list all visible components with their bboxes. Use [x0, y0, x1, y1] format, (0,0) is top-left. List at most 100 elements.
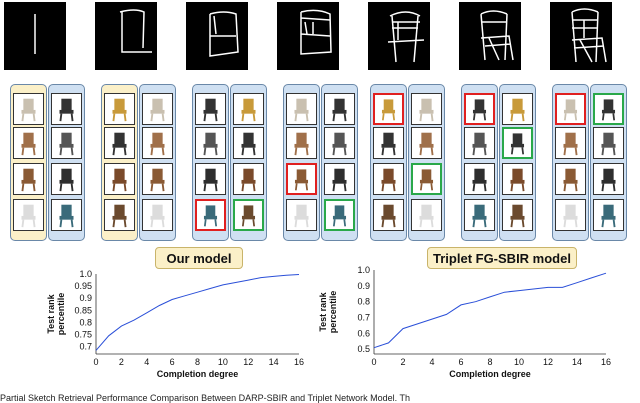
sketch-stroke-icon — [119, 9, 152, 53]
x-tick-label: 10 — [514, 357, 524, 367]
wooden-chair-icon — [233, 163, 264, 195]
office-chair-icon — [502, 127, 533, 159]
stool-icon — [142, 93, 173, 125]
side-table-icon — [555, 127, 586, 159]
stool-icon — [411, 93, 442, 125]
armchair-icon — [555, 163, 586, 195]
y-tick-label: 0.7 — [79, 342, 92, 352]
y-tick-label: 0.5 — [357, 344, 370, 354]
drum-stool-icon — [464, 199, 495, 231]
y-tick-label: 0.8 — [79, 317, 92, 327]
stool-icon — [555, 93, 586, 125]
sketch-stroke-icon — [209, 11, 239, 57]
sketch-panel-5 — [368, 2, 430, 70]
folding-chair-icon — [104, 199, 135, 231]
sketch-stroke-icon — [571, 8, 607, 63]
x-tick-label: 0 — [371, 357, 376, 367]
lounge-chair-icon — [464, 127, 495, 159]
ottoman-icon — [593, 93, 624, 125]
sketch-panel-4 — [277, 2, 339, 70]
triplet-model-label: Triplet FG-SBIR model — [427, 247, 577, 269]
sketch-stroke-icon — [480, 10, 514, 61]
y-tick-label: 0.95 — [74, 281, 92, 291]
office-chair-icon — [373, 127, 404, 159]
sketch-panel-7 — [550, 2, 612, 70]
lounge-chair-icon — [51, 127, 82, 159]
x-tick-label: 16 — [601, 357, 611, 367]
side-table-icon — [142, 127, 173, 159]
y-tick-label: 1.0 — [357, 265, 370, 275]
y-tick-label: 0.9 — [79, 293, 92, 303]
x-axis-title: Completion degree — [449, 369, 531, 379]
y-axis-title: Test rankpercentile — [318, 291, 338, 334]
pouf-icon — [51, 163, 82, 195]
ottoman-icon — [324, 93, 355, 125]
x-tick-label: 8 — [487, 357, 492, 367]
x-tick-label: 0 — [93, 357, 98, 367]
pouf-icon — [324, 163, 355, 195]
x-tick-label: 4 — [144, 357, 149, 367]
x-axis-title: Completion degree — [157, 369, 239, 379]
lounge-chair-icon — [195, 127, 226, 159]
white-chair-icon — [286, 199, 317, 231]
drum-stool-icon — [51, 199, 82, 231]
office-chair-icon — [233, 127, 264, 159]
x-tick-label: 10 — [218, 357, 228, 367]
y-tick-label: 0.75 — [74, 330, 92, 340]
white-chair-icon — [13, 199, 44, 231]
x-tick-label: 6 — [170, 357, 175, 367]
sketch-panel-1 — [4, 2, 66, 70]
x-tick-label: 14 — [572, 357, 582, 367]
wooden-chair-icon — [502, 163, 533, 195]
series-line — [95, 274, 300, 351]
stool-icon — [286, 93, 317, 125]
lounge-chair-icon — [593, 127, 624, 159]
figure-caption: Partial Sketch Retrieval Performance Com… — [0, 393, 411, 403]
y-axis-title: Test rankpercentile — [46, 293, 66, 336]
yellow-chair-icon — [502, 93, 533, 125]
drum-stool-icon — [324, 199, 355, 231]
y-tick-label: 1.0 — [79, 269, 92, 279]
sketch-panel-3 — [186, 2, 248, 70]
ottoman-icon — [464, 93, 495, 125]
y-tick-label: 0.6 — [357, 328, 370, 338]
drum-stool-icon — [195, 199, 226, 231]
office-chair-icon — [104, 127, 135, 159]
our-model-label: Our model — [155, 247, 243, 269]
sketch-stroke-icon — [34, 14, 36, 54]
y-tick-label: 0.9 — [357, 281, 370, 291]
side-table-icon — [411, 127, 442, 159]
yellow-chair-icon — [104, 93, 135, 125]
sketch-panel-2 — [95, 2, 157, 70]
x-tick-label: 2 — [400, 357, 405, 367]
sketch-stroke-icon — [387, 11, 425, 63]
ottoman-icon — [195, 93, 226, 125]
x-tick-label: 12 — [543, 357, 553, 367]
lounge-chair-icon — [324, 127, 355, 159]
x-tick-label: 14 — [269, 357, 279, 367]
sketch-panel-6 — [459, 2, 521, 70]
folding-chair-icon — [373, 199, 404, 231]
x-tick-label: 6 — [458, 357, 463, 367]
pouf-icon — [593, 163, 624, 195]
drum-stool-icon — [593, 199, 624, 231]
white-chair-icon — [555, 199, 586, 231]
y-tick-label: 0.8 — [357, 297, 370, 307]
pouf-icon — [464, 163, 495, 195]
yellow-chair-icon — [233, 93, 264, 125]
stool-icon — [13, 93, 44, 125]
armchair-icon — [142, 163, 173, 195]
x-tick-label: 2 — [119, 357, 124, 367]
wooden-chair-icon — [373, 163, 404, 195]
folding-chair-icon — [233, 199, 264, 231]
armchair-icon — [13, 163, 44, 195]
x-tick-label: 16 — [294, 357, 304, 367]
armchair-icon — [411, 163, 442, 195]
side-table-icon — [286, 127, 317, 159]
y-tick-label: 0.7 — [357, 313, 370, 323]
pouf-icon — [195, 163, 226, 195]
side-table-icon — [13, 127, 44, 159]
yellow-chair-icon — [373, 93, 404, 125]
